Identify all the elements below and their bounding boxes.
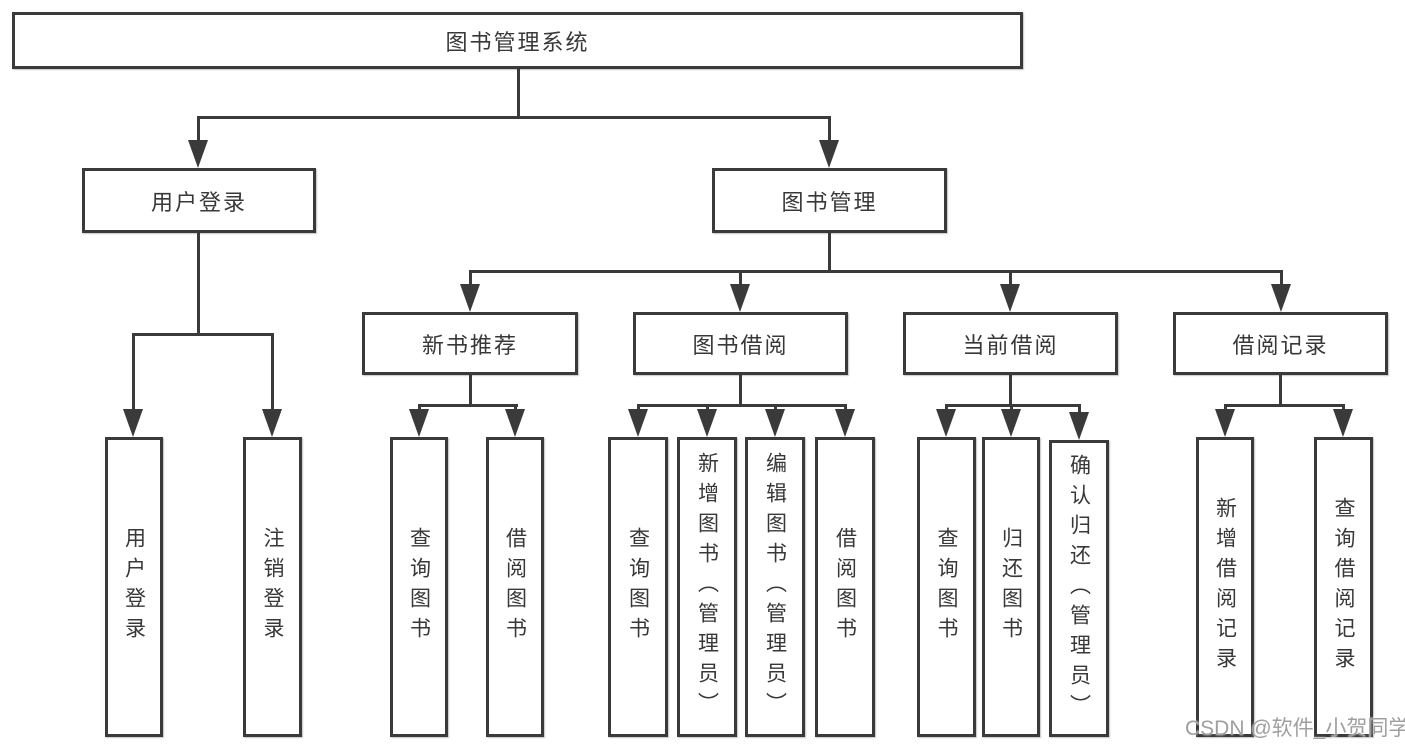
connector-line xyxy=(945,404,948,412)
leaf-recommend-borrow-book: 借阅图书 xyxy=(486,437,544,737)
leaf-borrow-query-book-label: 查询图书 xyxy=(626,527,650,647)
leaf-user-login-label: 用户登录 xyxy=(122,527,146,647)
leaf-borrow-edit-book: 编辑图书（管理员） xyxy=(745,437,805,737)
connector-line xyxy=(1009,375,1012,407)
connector-arrowhead xyxy=(697,409,717,437)
connector-line xyxy=(828,116,831,142)
connector-arrowhead xyxy=(730,284,750,312)
connector-arrowhead xyxy=(123,409,143,437)
connector-arrowhead xyxy=(835,409,855,437)
leaf-current-confirm-return-label: 确认归还（管理员） xyxy=(1067,453,1091,724)
connector-arrowhead xyxy=(409,409,429,437)
connector-line xyxy=(1224,404,1345,407)
node-borrow-records-label: 借阅记录 xyxy=(1232,332,1329,358)
connector-line xyxy=(1009,270,1012,284)
connector-line xyxy=(1280,270,1283,284)
leaf-borrow-add-book: 新增图书（管理员） xyxy=(677,437,737,737)
node-book-borrow-label: 图书借阅 xyxy=(692,332,789,358)
connector-line xyxy=(1342,404,1345,412)
connector-line xyxy=(1279,375,1282,407)
leaf-current-return-book-label: 归还图书 xyxy=(999,527,1023,647)
connector-line xyxy=(197,116,831,119)
connector-arrowhead xyxy=(262,409,282,437)
node-book-management-label: 图书管理 xyxy=(781,189,878,215)
connector-line xyxy=(739,270,742,284)
watermark-text: CSDN @软件_小贺同学 xyxy=(1185,717,1405,740)
connector-arrowhead xyxy=(819,140,839,168)
connector-arrowhead xyxy=(765,409,785,437)
node-new-book-recommend: 新书推荐 xyxy=(362,312,578,375)
leaf-borrow-edit-book-label: 编辑图书（管理员） xyxy=(763,452,787,722)
connector-line xyxy=(1010,404,1013,412)
connector-arrowhead xyxy=(505,409,525,437)
leaf-borrow-borrow-book-label: 借阅图书 xyxy=(833,527,857,647)
connector-arrowhead xyxy=(1001,409,1021,437)
connector-arrowhead xyxy=(188,140,208,168)
connector-line xyxy=(637,404,847,407)
node-root-label: 图书管理系统 xyxy=(445,29,590,55)
node-borrow-records: 借阅记录 xyxy=(1173,312,1388,375)
connector-arrowhead xyxy=(460,284,480,312)
node-book-borrow: 图书借阅 xyxy=(633,312,848,375)
leaf-records-query-record-label: 查询借阅记录 xyxy=(1332,497,1355,677)
connector-line xyxy=(271,333,274,411)
connector-line xyxy=(844,404,847,412)
node-current-borrow: 当前借阅 xyxy=(903,312,1118,375)
connector-arrowhead xyxy=(1000,284,1020,312)
connector-line xyxy=(197,116,200,142)
connector-line xyxy=(469,270,1283,273)
connector-line xyxy=(739,375,742,407)
connector-line xyxy=(132,333,135,411)
node-current-borrow-label: 当前借阅 xyxy=(962,332,1059,358)
leaf-current-return-book: 归还图书 xyxy=(982,437,1040,737)
node-new-book-recommend-label: 新书推荐 xyxy=(421,332,518,358)
leaf-current-query-book: 查询图书 xyxy=(917,437,976,737)
leaf-records-add-record-label: 新增借阅记录 xyxy=(1213,497,1237,677)
leaf-recommend-query-book: 查询图书 xyxy=(390,437,448,737)
connector-line xyxy=(517,68,520,118)
connector-line xyxy=(1224,404,1227,412)
leaf-user-login: 用户登录 xyxy=(105,437,163,737)
connector-line xyxy=(514,404,517,412)
connector-arrowhead xyxy=(628,409,648,437)
connector-line xyxy=(469,375,472,407)
node-root: 图书管理系统 xyxy=(12,12,1023,69)
connector-arrowhead xyxy=(1069,412,1089,440)
connector-line xyxy=(418,404,421,412)
connector-line xyxy=(132,333,274,336)
connector-arrowhead xyxy=(1271,284,1291,312)
node-user-login: 用户登录 xyxy=(82,168,316,233)
connector-line xyxy=(706,404,709,412)
leaf-borrow-borrow-book: 借阅图书 xyxy=(815,437,875,737)
leaf-current-query-book-label: 查询图书 xyxy=(935,527,958,647)
connector-line xyxy=(197,233,200,336)
connector-line xyxy=(828,233,831,273)
connector-arrowhead xyxy=(936,409,956,437)
connector-line xyxy=(774,404,777,412)
leaf-logout-label: 注销登录 xyxy=(261,527,284,647)
connector-line xyxy=(1078,404,1081,412)
connector-arrowhead xyxy=(1333,409,1353,437)
connector-line xyxy=(945,404,1081,407)
leaf-records-query-record: 查询借阅记录 xyxy=(1314,437,1373,737)
leaf-logout: 注销登录 xyxy=(243,437,302,737)
connector-arrowhead xyxy=(1215,409,1235,437)
node-book-management: 图书管理 xyxy=(712,168,947,233)
leaf-borrow-query-book: 查询图书 xyxy=(608,437,668,737)
leaf-recommend-borrow-book-label: 借阅图书 xyxy=(503,527,527,647)
connector-line xyxy=(469,270,472,284)
leaf-records-add-record: 新增借阅记录 xyxy=(1196,437,1254,737)
leaf-current-confirm-return: 确认归还（管理员） xyxy=(1049,440,1109,737)
connector-line xyxy=(418,404,518,407)
node-user-login-label: 用户登录 xyxy=(150,189,247,215)
leaf-borrow-add-book-label: 新增图书（管理员） xyxy=(695,452,719,722)
connector-line xyxy=(637,404,640,412)
leaf-recommend-query-book-label: 查询图书 xyxy=(407,527,431,647)
